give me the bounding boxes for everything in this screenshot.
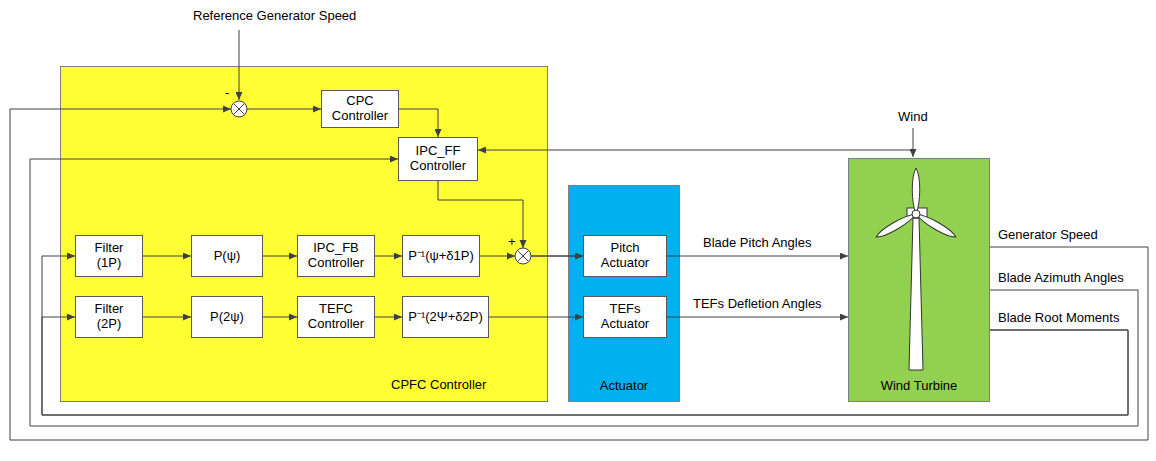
region-title: Wind Turbine — [849, 379, 989, 394]
box-label: Pitch Actuator — [593, 241, 657, 271]
signal-arrow — [375, 256, 402, 257]
signal-arrow — [375, 317, 402, 318]
process-box: P⁻¹(2Ψ+δ2P) — [402, 296, 489, 338]
process-box: Pitch Actuator — [583, 235, 667, 277]
process-box: TEFs Actuator — [583, 296, 667, 338]
signal-arrow — [263, 317, 297, 318]
region-box: Actuator Pitch ActuatorTEFs Actuator — [568, 185, 680, 402]
signal-label: + — [508, 235, 516, 250]
process-box: Filter (1P) — [75, 235, 143, 277]
signal-label: Generator Speed — [998, 228, 1098, 243]
box-label: TEFC Controller — [303, 302, 369, 332]
wind-feed-arrow — [478, 150, 913, 151]
signal-arrow — [143, 256, 191, 257]
box-label: P⁻¹(ψ+δ1P) — [408, 249, 474, 264]
box-label: IPC_FF Controller — [405, 144, 471, 174]
signal-label: Reference Generator Speed — [193, 9, 356, 24]
signal-label: Wind — [898, 110, 928, 125]
box-label: IPC_FB Controller — [303, 241, 369, 271]
signal-arrow — [489, 317, 583, 318]
signal-label: - — [225, 86, 229, 101]
process-box: IPC_FF Controller — [398, 137, 478, 181]
signal-label: Blade Azimuth Angles — [998, 271, 1124, 286]
wind-arrow — [913, 128, 914, 157]
summing-junction — [231, 101, 247, 117]
signal-label: TEFs Defletion Angles — [693, 297, 822, 312]
process-box: P(ψ) — [191, 235, 263, 277]
box-label: TEFs Actuator — [593, 302, 657, 332]
process-box: Filter (2P) — [75, 296, 143, 338]
signal-arrow — [263, 256, 297, 257]
signal-arrow — [667, 256, 848, 257]
region-title: Actuator — [569, 379, 679, 394]
signal-arrow — [667, 317, 848, 318]
process-box: P⁻¹(ψ+δ1P) — [402, 235, 480, 277]
region-box: CPFC Controller CPC ControllerIPC_FF Cont… — [60, 66, 548, 402]
signal-label: Blade Root Moments — [998, 311, 1119, 326]
signal-label: Blade Pitch Angles — [703, 236, 811, 251]
process-box: IPC_FB Controller — [297, 235, 375, 277]
box-label: Filter (2P) — [84, 302, 134, 332]
box-label: CPC Controller — [327, 94, 393, 124]
summing-junction — [515, 248, 531, 264]
process-box: CPC Controller — [321, 90, 399, 128]
box-label: P(2ψ) — [210, 310, 244, 325]
box-label: P(ψ) — [214, 249, 241, 264]
process-box: TEFC Controller — [297, 296, 375, 338]
reference-arrow — [239, 30, 240, 100]
process-box: P(2ψ) — [191, 296, 263, 338]
signal-arrow — [143, 317, 191, 318]
box-label: Filter (1P) — [84, 241, 134, 271]
box-label: P⁻¹(2Ψ+δ2P) — [408, 310, 482, 325]
region-title: CPFC Controller — [391, 378, 486, 393]
